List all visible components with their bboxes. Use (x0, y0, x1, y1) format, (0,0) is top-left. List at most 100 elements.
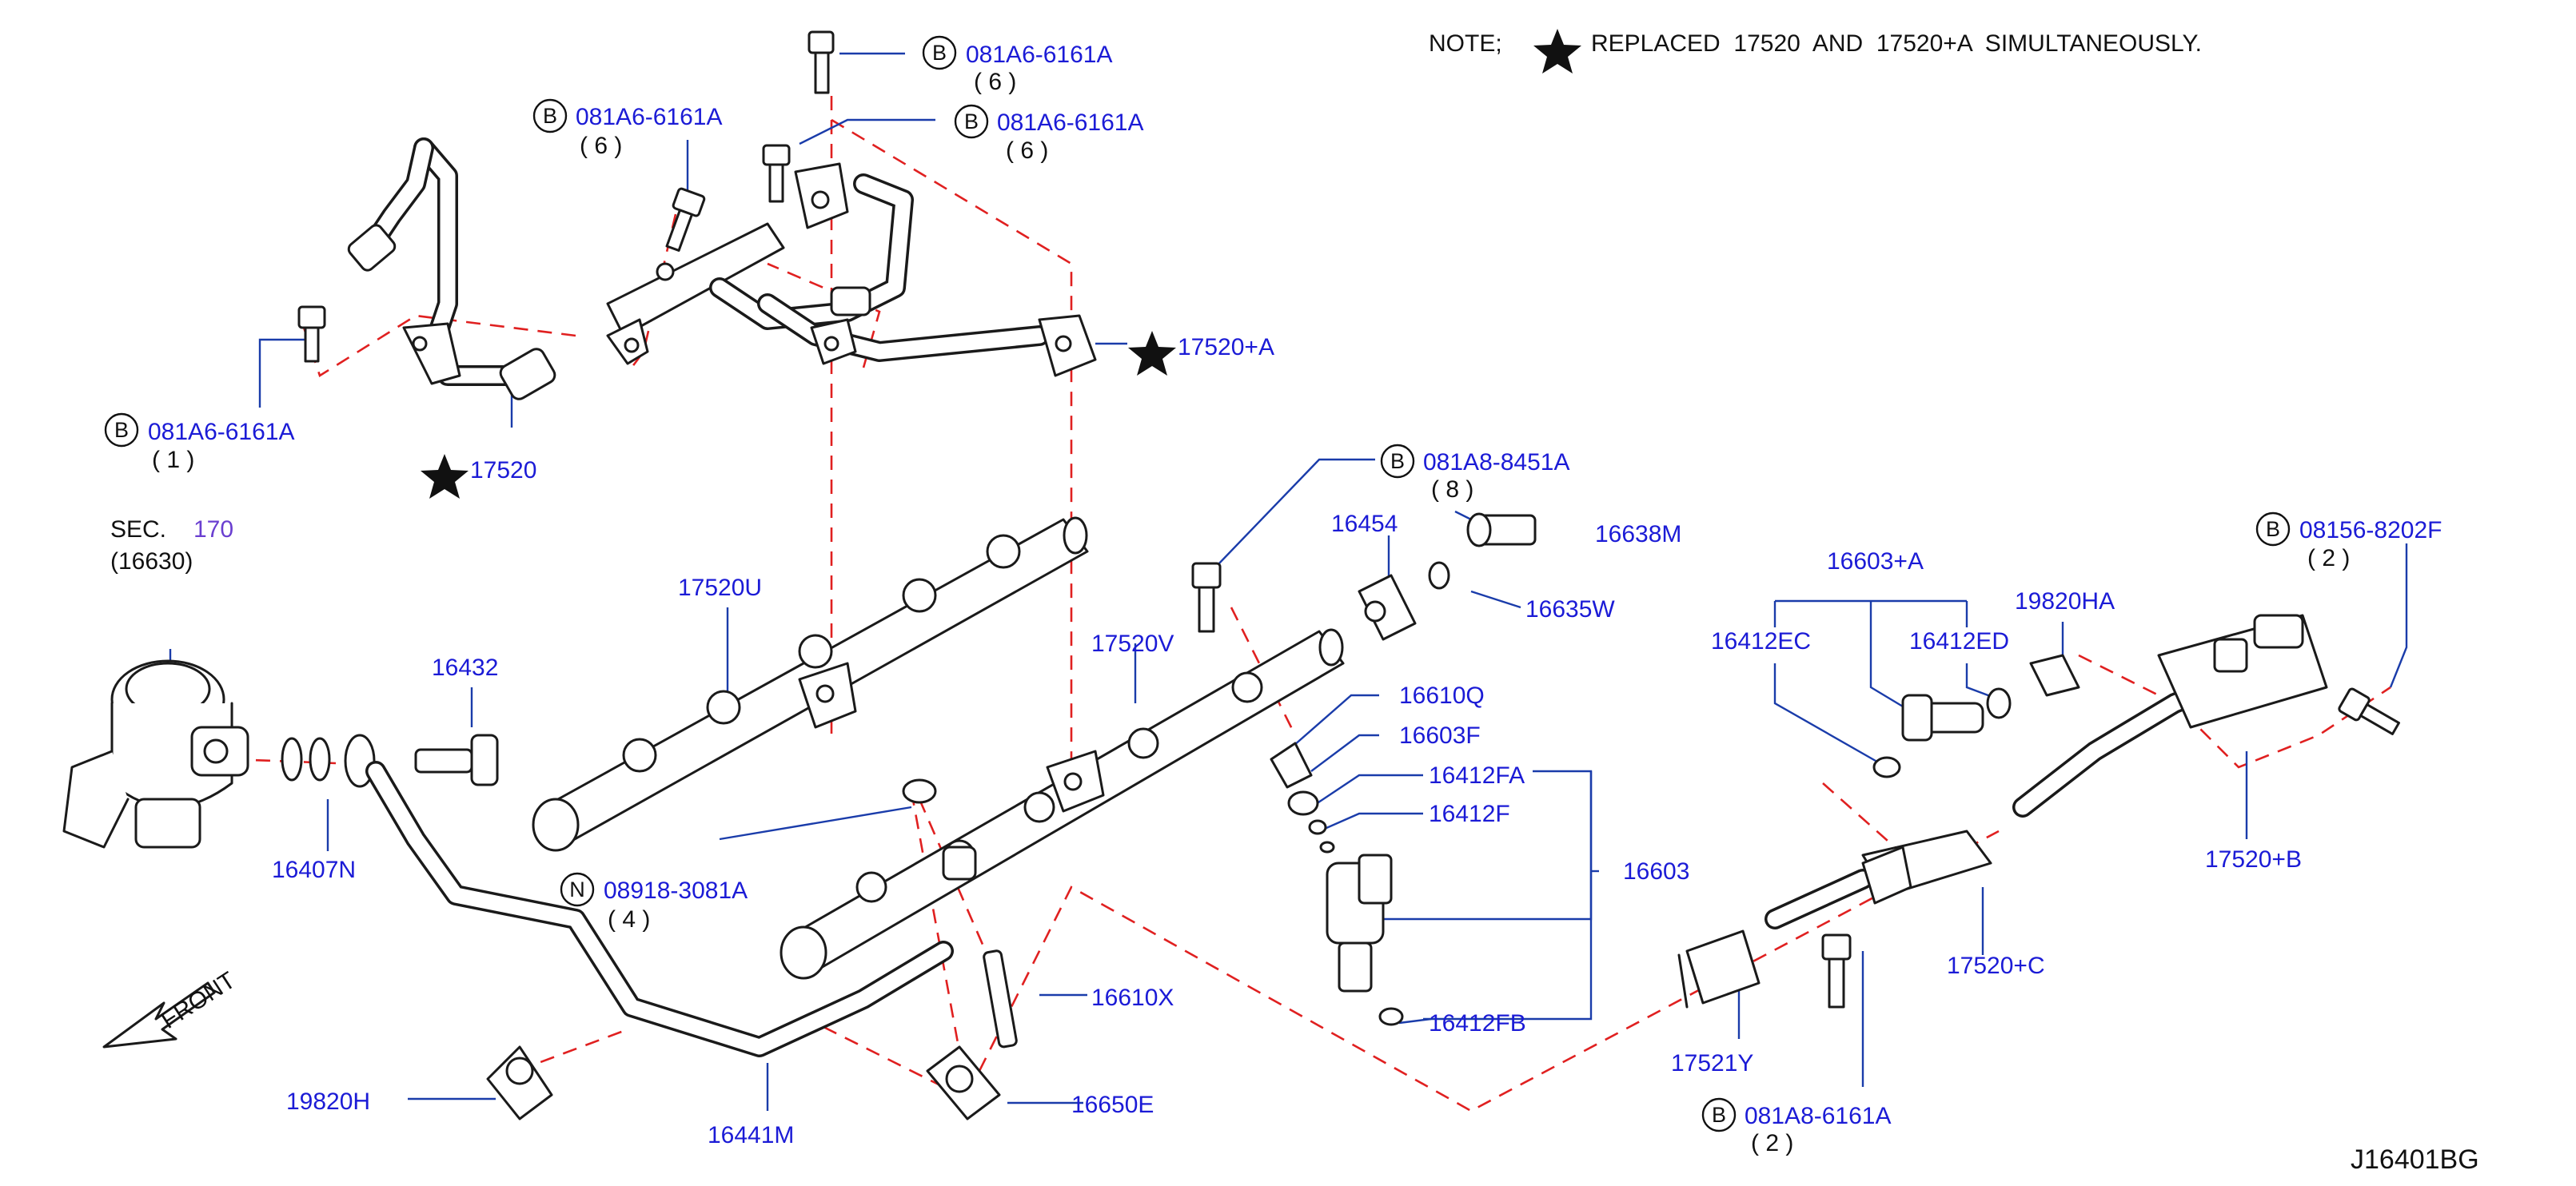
bolt-symbol: B (543, 104, 557, 128)
bolt-left-part: 081A6-6161A (148, 419, 295, 445)
bolt-8202-part: 08156-8202F (2299, 517, 2442, 543)
part-17520B (2012, 614, 2328, 818)
label-17520V: 17520V (1091, 631, 1174, 657)
star-icon (1128, 331, 1176, 376)
dash-line-fitting (767, 262, 881, 368)
nut-part: 08918-3081A (604, 878, 748, 904)
nut-graphic (902, 778, 937, 804)
front-arrow-icon (102, 981, 216, 1049)
callout-17520: 17520 (421, 454, 536, 499)
star-icon (1533, 29, 1581, 74)
diagram-code: J16401BG (2351, 1144, 2479, 1175)
bolt-8451-part: 081A8-8451A (1423, 449, 1570, 476)
front-label: FRONT (157, 967, 241, 1034)
dash-line-16610X (918, 798, 1001, 984)
label-16407N: 16407N (272, 857, 356, 883)
note-prefix: NOTE; (1429, 30, 1502, 57)
part-17521Y (1677, 929, 1761, 1009)
label-17520: 17520 (470, 457, 536, 484)
insulator-16454 (1358, 574, 1417, 641)
label-17520C: 17520+C (1947, 953, 2045, 979)
bolt-top-qty: ( 6 ) (974, 69, 1016, 95)
section-ref: SEC. 170 (16630) (110, 516, 233, 575)
dash-line-left-bolt (630, 213, 677, 368)
dash-line-bottom (910, 790, 2000, 1112)
dash-line-clip-right (823, 1025, 944, 1088)
clip-19820HA (2029, 654, 2080, 697)
nut-qty: ( 4 ) (608, 906, 650, 933)
label-16610Q: 16610Q (1399, 683, 1485, 709)
section-part: (16630) (110, 548, 193, 575)
bolt-symbol: B (964, 109, 979, 133)
dash-line-right-rail (831, 118, 1073, 791)
label-19820HA: 19820HA (2015, 588, 2115, 615)
part-17520C (1765, 830, 1992, 929)
label-16412F: 16412F (1429, 801, 1510, 827)
leader-lines (169, 52, 2408, 1111)
bolt-symbol: B (2266, 517, 2280, 541)
callout-bolt-8451: B 081A8-8451A ( 8 ) (1380, 444, 1570, 503)
bolt-8202 (2338, 687, 2400, 735)
bolt-bottom-qty: ( 2 ) (1751, 1130, 1793, 1156)
bolt-upper-left-qty: ( 6 ) (580, 133, 622, 159)
bolt-symbol: B (932, 41, 947, 65)
fuel-pipe-17520 (347, 137, 556, 400)
callout-nut: N 08918-3081A ( 4 ) (560, 872, 748, 933)
star-icon (421, 454, 469, 499)
label-16650E: 16650E (1071, 1092, 1154, 1118)
note-block: NOTE; REPLACED 17520 AND 17520+A SIMULTA… (1429, 29, 2202, 74)
fuel-rail-17520V (780, 628, 1345, 980)
label-16432: 16432 (432, 655, 498, 681)
callout-bolt-left: B 081A6-6161A ( 1 ) (104, 412, 295, 473)
label-17521Y: 17521Y (1671, 1050, 1753, 1077)
label-17520A: 17520+A (1178, 334, 1274, 360)
label-16603F: 16603F (1399, 722, 1481, 749)
label-16412ED: 16412ED (1909, 628, 2009, 655)
clip-16650E (926, 1045, 1001, 1120)
bolt-graphics (297, 30, 2400, 1009)
label-19820H: 19820H (286, 1088, 370, 1115)
note-text: REPLACED 17520 AND 17520+A SIMULTANEOUSL… (1591, 30, 2202, 57)
bolt-symbol: B (1712, 1103, 1726, 1127)
bolt-8451-qty: ( 8 ) (1431, 476, 1473, 503)
part-16610X (983, 949, 1018, 1049)
bolt-upper-left (665, 187, 706, 252)
fuel-hose-16441M (365, 761, 954, 1057)
label-16454: 16454 (1331, 511, 1398, 537)
upper-rail-17520A (606, 162, 1097, 377)
bolt-8451 (1191, 562, 1222, 633)
label-17520U: 17520U (678, 575, 762, 601)
bolt-bottom-part: 081A8-6161A (1745, 1103, 1892, 1129)
callout-bolt-top: B 081A6-6161A ( 6 ) (922, 35, 1113, 95)
injector-16603A (1872, 687, 2012, 778)
fuel-rail-17520U (532, 516, 1089, 852)
label-16412EC: 16412EC (1711, 628, 1811, 655)
bolt-upper-right-part: 081A6-6161A (997, 109, 1144, 136)
callout-bolt-8202: B 08156-8202F ( 2 ) (2255, 511, 2442, 571)
bolt-upper-left-part: 081A6-6161A (576, 104, 723, 130)
bolt-8202-qty: ( 2 ) (2307, 545, 2350, 571)
bolt-upper-right (762, 144, 791, 203)
bolt-symbol: B (114, 418, 129, 442)
label-16635W: 16635W (1525, 596, 1615, 623)
bolt-symbol: B (1390, 449, 1405, 473)
label-16412FA: 16412FA (1429, 762, 1525, 789)
injector-16603 (1270, 742, 1404, 1026)
label-16441M: 16441M (708, 1122, 794, 1148)
label-16638M: 16638M (1595, 521, 1681, 547)
label-16603: 16603 (1623, 858, 1689, 885)
bolt-left-qty: ( 1 ) (152, 447, 194, 473)
bolt-top (807, 30, 835, 94)
sensor-16638M (1466, 512, 1537, 547)
dash-line-b (2078, 654, 2391, 769)
callout-bolt-bottom: B 081A8-6161A ( 2 ) (1701, 1097, 1892, 1156)
label-16603A: 16603+A (1827, 548, 1924, 575)
high-pressure-pump (62, 659, 249, 849)
bolt-left (297, 305, 326, 363)
label-17520B: 17520+B (2205, 846, 2302, 873)
nut-symbol: N (569, 878, 585, 901)
oring-16635W (1428, 561, 1450, 590)
callout-bolt-upper-left: B 081A6-6161A ( 6 ) (532, 98, 723, 159)
